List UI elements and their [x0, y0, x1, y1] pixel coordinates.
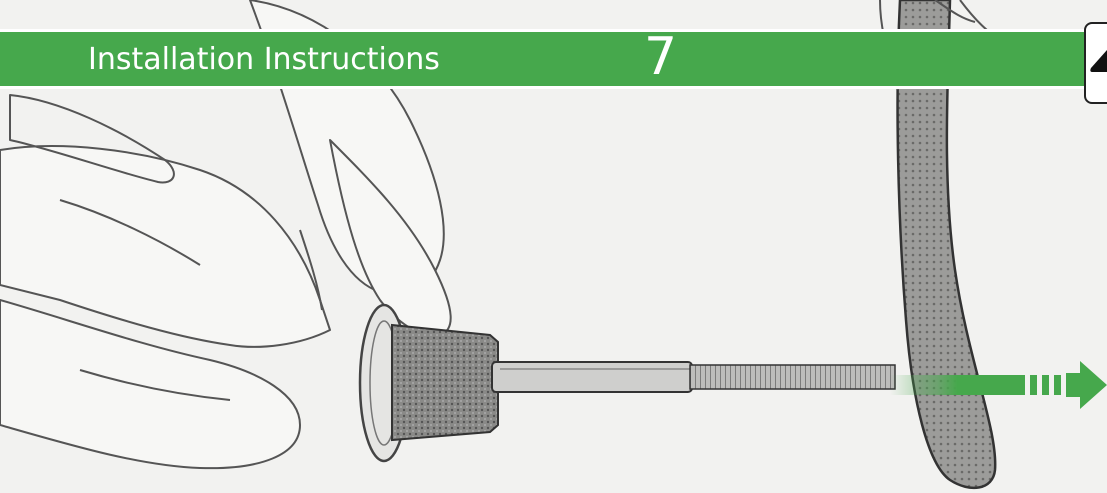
title-banner: Installation Instructions 7 — [0, 27, 1107, 89]
step-number: 7 — [644, 27, 678, 87]
knurled-knob — [391, 323, 499, 442]
bolt-thread — [689, 364, 896, 390]
page-title: Installation Instructions — [88, 42, 440, 77]
bolt-shaft — [491, 361, 693, 393]
tab-marker-icon — [1090, 50, 1107, 72]
handle-bracket — [896, 0, 997, 490]
arrow-right-icon — [890, 361, 1107, 409]
